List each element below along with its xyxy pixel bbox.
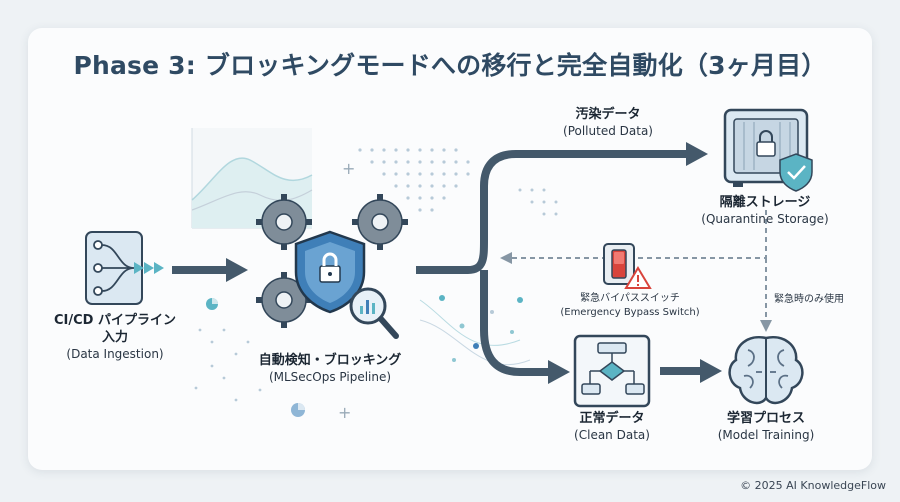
clean-en: (Clean Data) xyxy=(574,428,650,442)
detection-en: (MLSecOps Pipeline) xyxy=(268,370,392,384)
page-title: Phase 3: ブロッキングモードへの移行と完全自動化（3ヶ月目） xyxy=(73,51,827,80)
arrow-head-clean xyxy=(548,360,570,384)
svg-text:+: + xyxy=(338,403,351,422)
training-jp: 学習プロセス xyxy=(726,411,805,426)
bypass-arrow-head-down xyxy=(760,320,772,332)
copyright-footer: © 2025 AI KnowledgeFlow xyxy=(740,479,886,492)
data-ingestion-icon xyxy=(85,231,164,305)
svg-text:+: + xyxy=(342,159,355,178)
ingestion-jp-line2: 入力 xyxy=(101,330,128,345)
arrow-ingestion-to-detection xyxy=(172,258,248,282)
polluted-jp: 汚染データ xyxy=(575,107,641,122)
ingestion-en: (Data Ingestion) xyxy=(66,347,164,361)
magnifier-icon xyxy=(349,287,399,339)
diagram-card xyxy=(28,28,872,470)
arrow-head-polluted xyxy=(686,142,708,166)
polluted-en: (Polluted Data) xyxy=(563,124,653,138)
ingestion-label: CI/CD パイプライン 入力 (Data Ingestion) xyxy=(40,312,190,362)
brain-icon xyxy=(728,335,804,405)
bypass-arrow-head-left xyxy=(500,252,512,264)
training-label: 学習プロセス (Model Training) xyxy=(700,410,832,443)
quarantine-en: (Quarantine Storage) xyxy=(701,212,829,226)
clean-data-flowchart-icon xyxy=(573,334,651,408)
quarantine-jp: 隔離ストレージ xyxy=(719,195,811,210)
quarantine-label: 隔離ストレージ (Quarantine Storage) xyxy=(690,194,840,227)
polluted-label: 汚染データ (Polluted Data) xyxy=(546,106,670,139)
bypass-note: 緊急時のみ使用 xyxy=(774,294,844,305)
branch-arrows xyxy=(416,150,688,376)
arrow-clean-to-training xyxy=(660,359,722,383)
dot-matrix-decoration xyxy=(194,148,558,402)
scatter-accent-decoration: + + xyxy=(206,159,531,422)
detection-label: 自動検知・ブロッキング (MLSecOps Pipeline) xyxy=(240,352,420,385)
ingestion-jp-line1: CI/CD パイプライン xyxy=(54,313,176,328)
bypass-en: (Emergency Bypass Switch) xyxy=(560,307,700,318)
training-en: (Model Training) xyxy=(717,428,815,442)
detection-jp: 自動検知・ブロッキング xyxy=(258,353,402,368)
bypass-dashed-path xyxy=(508,210,767,322)
emergency-switch-icon xyxy=(603,243,652,289)
mlsecops-gear-shield-icon xyxy=(256,194,408,328)
clean-jp: 正常データ xyxy=(579,411,645,426)
bypass-label: 緊急バイパススイッチ (Emergency Bypass Switch) xyxy=(546,292,714,320)
clean-label: 正常データ (Clean Data) xyxy=(552,410,672,443)
quarantine-storage-icon xyxy=(723,108,813,192)
bypass-jp: 緊急バイパススイッチ xyxy=(580,293,680,304)
